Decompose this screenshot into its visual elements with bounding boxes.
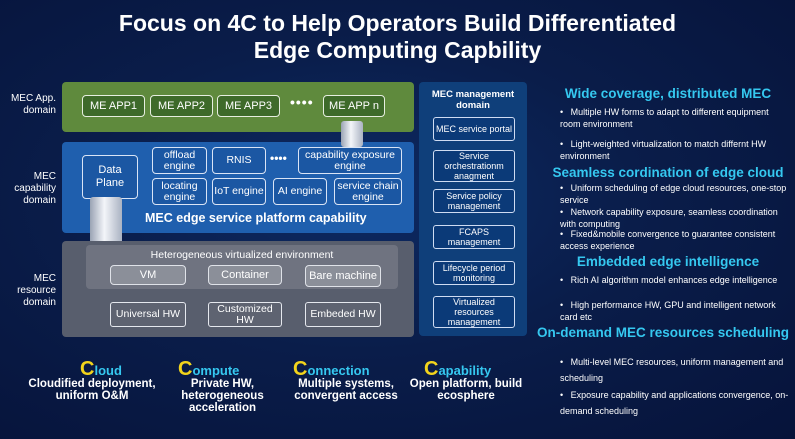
service-chain-engine: service chain engine bbox=[334, 178, 402, 205]
me-app-2: ME APP2 bbox=[150, 95, 213, 117]
management-title: MEC management domain bbox=[431, 89, 515, 111]
c-compute-desc: Private HW, heterogeneous acceleration bbox=[181, 378, 264, 414]
rnis-engine: RNIS bbox=[212, 147, 266, 174]
mgmt-fcaps: FCAPS management bbox=[433, 225, 515, 249]
bare-machine-box: Bare machine bbox=[305, 265, 381, 287]
c-cloud-letter: C bbox=[80, 358, 95, 380]
heading-on-demand-scheduling: On-demand MEC resources scheduling bbox=[536, 325, 790, 340]
app-domain-label: MEC App. domain bbox=[10, 93, 56, 116]
bullet-4-1: • Multi-level MEC resources, uniform man… bbox=[560, 357, 784, 383]
engines-ellipsis: •••• bbox=[270, 151, 287, 165]
mgmt-service-policy: Service policy management bbox=[433, 189, 515, 213]
bullet-3-1: • Rich AI algorithm model enhances edge … bbox=[560, 275, 778, 285]
capability-domain-label: MEC capability domain bbox=[14, 171, 56, 206]
bullet-4-2: • Exposure capability and applications c… bbox=[560, 390, 789, 416]
embeded-hw-box: Embeded HW bbox=[305, 302, 381, 327]
universal-hw-box: Universal HW bbox=[110, 302, 186, 327]
c-capability-letter: C bbox=[424, 358, 439, 380]
c-connection-letter: C bbox=[293, 358, 308, 380]
title-line-1: Focus on 4C to Help Operators Build Diff… bbox=[118, 10, 677, 36]
heading-seamless-coordination: Seamless cordination of edge cloud bbox=[552, 165, 784, 180]
mgmt-virtualized-resources: Virtualized resources management bbox=[433, 296, 515, 328]
hve-label: Heterogeneous virtualized environment bbox=[150, 249, 334, 261]
locating-engine: locating engine bbox=[152, 178, 207, 205]
c-cloud-word: loud bbox=[94, 363, 122, 378]
container-box: Container bbox=[208, 265, 282, 285]
vm-box: VM bbox=[110, 265, 186, 285]
platform-capability-label: MEC edge service platform capability bbox=[145, 211, 367, 225]
offload-engine: offload engine bbox=[152, 147, 207, 174]
resource-domain-label: MEC resource domain bbox=[17, 273, 56, 308]
c-capability-word: apability bbox=[438, 363, 492, 378]
bullet-1-1: • Multiple HW forms to adapt to differen… bbox=[560, 107, 769, 129]
customized-hw-box: Customized HW bbox=[208, 302, 282, 327]
c-connection-word: onnection bbox=[307, 363, 370, 378]
apps-ellipsis: •••• bbox=[290, 94, 314, 110]
ai-engine: AI engine bbox=[273, 178, 327, 205]
title-line-2: Edge Computing Capbility bbox=[253, 37, 542, 63]
bullet-2-1: • Uniform scheduling of edge cloud resou… bbox=[560, 183, 787, 205]
me-app-3: ME APP3 bbox=[217, 95, 280, 117]
me-app-n: ME APP n bbox=[323, 95, 385, 117]
bullet-1-2: • Light-weighted virtualization to match… bbox=[560, 139, 767, 161]
iot-engine: IoT engine bbox=[212, 178, 266, 205]
c-compute-letter: C bbox=[178, 358, 193, 380]
mgmt-lifecycle: Lifecycle period monitoring bbox=[433, 261, 515, 285]
bullet-2-2: • Network capability exposure, seamless … bbox=[560, 207, 778, 229]
data-plane-box: Data Plane bbox=[82, 155, 138, 199]
heading-embedded-intelligence: Embedded edge intelligence bbox=[576, 254, 760, 269]
c-connection-desc: Multiple systems, convergent access bbox=[294, 378, 398, 402]
bullet-2-3: • Fixed&mobile convergence to guarantee … bbox=[560, 229, 776, 251]
bullet-3-2: • High performance HW, GPU and intellige… bbox=[560, 300, 776, 322]
capability-exposure-engine: capability exposure engine bbox=[298, 147, 402, 174]
c-capability-desc: Open platform, build ecosphere bbox=[409, 378, 523, 402]
connector-cylinder-top bbox=[341, 121, 363, 147]
me-app-1: ME APP1 bbox=[82, 95, 145, 117]
mgmt-service-portal: MEC service portal bbox=[433, 117, 515, 141]
heading-wide-coverage: Wide coverage, distributed MEC bbox=[564, 86, 772, 101]
mgmt-orchestration: Service orchestrationm anagment bbox=[433, 150, 515, 182]
c-cloud-desc: Cloudified deployment, uniform O&M bbox=[28, 378, 156, 402]
connector-cylinder-left bbox=[90, 197, 122, 247]
c-compute-word: ompute bbox=[192, 363, 240, 378]
